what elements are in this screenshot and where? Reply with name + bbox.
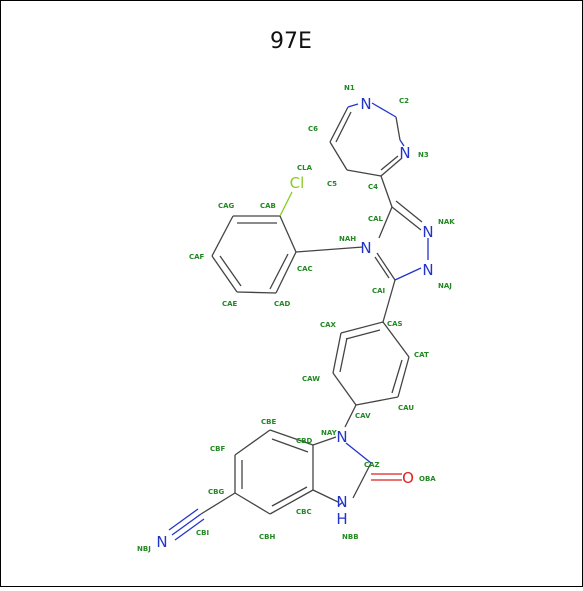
atom-nbj: N	[156, 533, 167, 551]
benzimidazolone-ring	[168, 429, 402, 541]
label-cai: CAI	[372, 287, 385, 295]
label-nah: NAH	[339, 235, 356, 243]
label-nay: NAY	[321, 429, 338, 437]
label-cac: CAC	[297, 265, 313, 273]
label-cbd: CBD	[296, 437, 312, 445]
label-caf: CAF	[189, 253, 205, 261]
atom-naj: N	[422, 261, 433, 279]
label-cbg: CBG	[208, 488, 224, 496]
label-cbc: CBC	[296, 508, 312, 516]
label-cau: CAU	[398, 404, 414, 412]
label-cbe: CBE	[261, 418, 276, 426]
label-cbi: CBI	[196, 529, 209, 537]
label-nak: NAK	[438, 218, 455, 226]
atom-n3: N	[399, 144, 410, 162]
label-cax: CAX	[320, 321, 337, 329]
label-cas: CAS	[387, 320, 403, 328]
atom-nay: N	[336, 428, 347, 446]
label-cab: CAB	[260, 202, 276, 210]
label-cal: CAL	[368, 215, 384, 223]
label-nbb: NBB	[342, 533, 359, 541]
atom-cla: Cl	[290, 174, 305, 192]
pyrimidine-ring	[329, 102, 405, 177]
triazole-ring	[374, 200, 429, 281]
label-c5: C5	[327, 180, 337, 188]
label-cag: CAG	[218, 202, 235, 210]
label-n1: N1	[344, 84, 355, 92]
label-caz: CAZ	[364, 461, 380, 469]
bond-c4-cal	[380, 175, 393, 208]
label-naj: NAJ	[438, 282, 452, 290]
label-cbf: CBF	[210, 445, 225, 453]
label-cat: CAT	[414, 351, 429, 359]
atom-n1: N	[360, 95, 371, 113]
label-n3: N3	[418, 151, 429, 159]
bond-cav-nay	[344, 404, 357, 428]
structure-title: 97E	[270, 29, 312, 54]
label-cad: CAD	[274, 300, 291, 308]
label-c6: C6	[308, 125, 318, 133]
label-cae: CAE	[222, 300, 238, 308]
label-cla: CLA	[297, 164, 313, 172]
label-caw: CAW	[302, 375, 320, 383]
label-c4: C4	[368, 183, 378, 191]
label-cbh: CBH	[259, 533, 275, 541]
atom-nak: N	[422, 223, 433, 241]
atom-labels: N1 C2 N3 C4 C5 C6 CLA CAB CAG CAF CAE CA…	[137, 84, 455, 553]
atom-nah: N	[360, 239, 371, 257]
bond-cai-cas	[382, 279, 396, 323]
label-c2: C2	[399, 97, 409, 105]
atom-nbb: N	[336, 493, 347, 511]
chlorophenyl-ring	[211, 191, 297, 294]
atom-nbb-h: H	[336, 510, 347, 528]
label-oba: OBA	[419, 475, 436, 483]
atom-oba: O	[402, 469, 414, 487]
label-nbj: NBJ	[137, 545, 151, 553]
bond-nah-cac	[295, 246, 364, 253]
phenyl-ring	[332, 321, 410, 406]
element-symbols: N N N N N N N H N Cl O	[156, 95, 433, 551]
label-cav: CAV	[355, 412, 371, 420]
